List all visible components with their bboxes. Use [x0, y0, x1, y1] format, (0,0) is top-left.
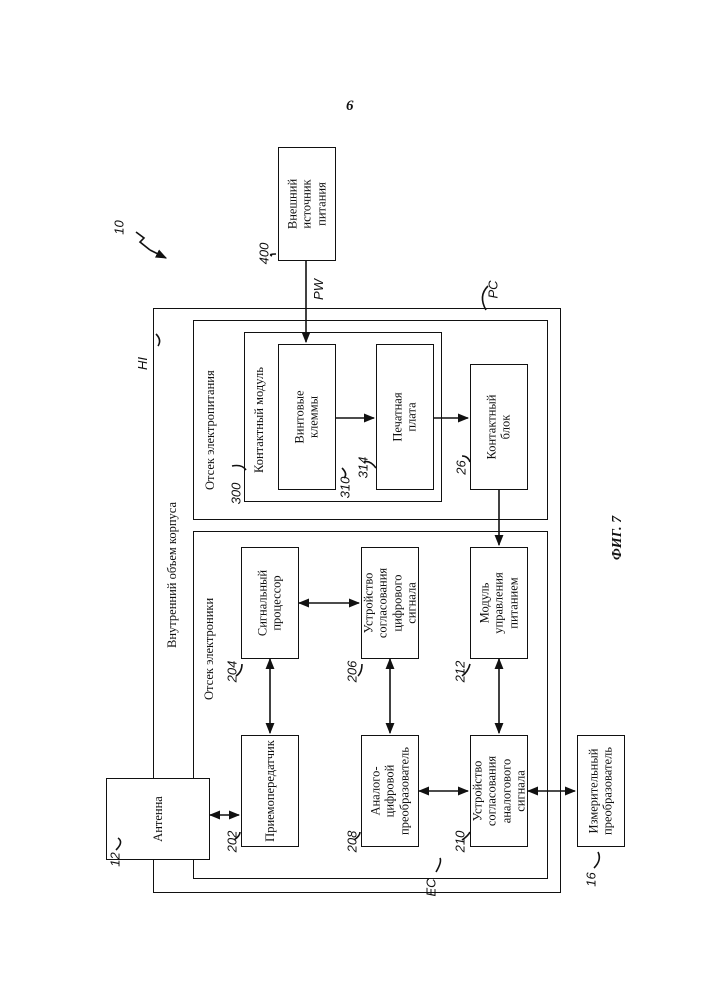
ref-power-management: 212: [452, 661, 467, 683]
ref-screw-terminals: 310: [337, 477, 352, 499]
ref-power-wire: PW: [311, 279, 326, 300]
ref-contact-block: 26: [454, 460, 469, 474]
ref-contact-module: 300: [228, 483, 243, 505]
figure-label: ФИГ. 7: [610, 516, 626, 560]
ref-external-power: 400: [256, 243, 271, 265]
ref-signal-processor: 204: [224, 661, 239, 683]
ref-system: 10: [112, 220, 127, 234]
ref-digital-conditioning: 206: [344, 661, 359, 683]
ref-antenna: 12: [108, 852, 123, 866]
ref-electronics-compartment: EC: [424, 878, 439, 896]
ref-analog-conditioning: 210: [452, 831, 467, 853]
ref-power-compartment: PC: [486, 280, 501, 298]
ref-transducer: 16: [584, 872, 599, 886]
ref-pcb: 314: [355, 457, 370, 479]
ref-adc: 208: [344, 831, 359, 853]
ref-housing-interior: HI: [135, 357, 150, 370]
ref-transceiver: 202: [224, 831, 239, 853]
